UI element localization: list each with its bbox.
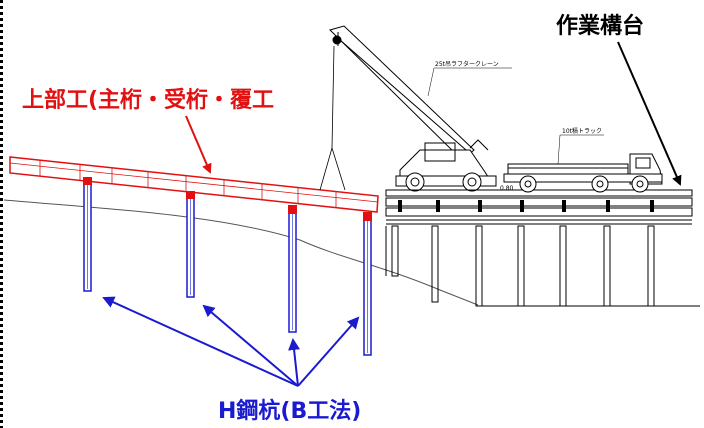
- superstructure-label: 上部工(主桁・受桁・覆工: [22, 87, 274, 113]
- h-steel-piles: [83, 182, 372, 356]
- truck-label: 10t積トラック: [562, 127, 602, 135]
- crane-label: 25t吊ラフタークレーン: [435, 60, 499, 68]
- work-platform: [385, 189, 700, 307]
- work-platform-label: 作業構台: [556, 13, 644, 39]
- pile-caps: [83, 177, 372, 221]
- elevation-mark: 0.80: [500, 185, 514, 192]
- superstructure-arrow: [185, 115, 212, 174]
- pile-arrows: [102, 296, 360, 387]
- ground-line: [3, 199, 479, 306]
- work-platform-arrow: [617, 41, 682, 186]
- h-steel-piles-label: H鋼杭(B工法): [218, 398, 361, 424]
- superstructure-girder: [9, 156, 379, 213]
- left-border: [0, 0, 3, 428]
- truck-icon: [503, 153, 663, 193]
- crane-icon: [319, 25, 500, 192]
